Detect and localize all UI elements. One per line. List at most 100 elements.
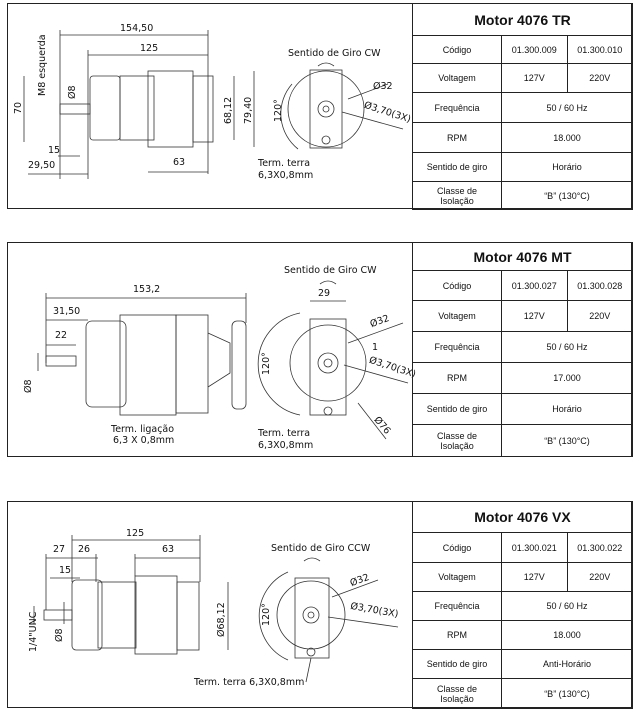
rpm-value: 18.000 <box>501 122 633 153</box>
direction-value: Anti-Horário <box>501 649 633 679</box>
voltage-2: 220V <box>566 562 633 592</box>
dim-housing-length: 63 <box>162 544 175 555</box>
voltage-1: 127V <box>501 562 568 592</box>
code-127v: 01.300.027 <box>501 270 568 301</box>
dim-height: 70 <box>13 101 24 114</box>
connection-terminal-size: 6,3 X 0,8mm <box>113 435 175 446</box>
angle-label: 120° <box>261 603 272 626</box>
dim-shaft-diameter: Ø8 <box>23 379 34 393</box>
label-codigo: Código <box>412 270 502 301</box>
dim-shaft-diameter: Ø8 <box>54 628 65 642</box>
ground-terminal-label: Term. terra 6,3X0,8mm <box>194 677 305 688</box>
motor-drawing-svg <box>37 280 409 440</box>
label-sentido: Sentido de giro <box>412 152 502 182</box>
dim-shaft-length: 27 <box>53 544 66 555</box>
label-frequencia: Frequência <box>412 92 502 123</box>
direction-value: Horário <box>501 152 633 182</box>
dim-shaft-length: 15 <box>48 145 61 156</box>
technical-drawing: 153,2 31,50 22 Ø8 Term. ligação 6,3 X 0,… <box>8 243 417 456</box>
direction-value: Horário <box>501 393 633 425</box>
dim-housing-length: 63 <box>173 157 186 168</box>
motor-title: Motor 4076 MT <box>412 242 633 271</box>
dim-length-body: 125 <box>140 43 159 54</box>
motor-drawing-svg <box>23 30 404 179</box>
rpm-value: 18.000 <box>501 620 633 650</box>
motor-panel-mt: 153,2 31,50 22 Ø8 Term. ligação 6,3 X 0,… <box>7 242 633 457</box>
label-sentido: Sentido de giro <box>412 649 502 679</box>
voltage-1: 127V <box>501 63 568 93</box>
label-frequencia: Frequência <box>412 331 502 363</box>
dim-length-total: 154,50 <box>120 23 154 34</box>
label-voltagem: Voltagem <box>412 300 502 332</box>
frequency-value: 50 / 60 Hz <box>501 331 633 363</box>
frequency-value: 50 / 60 Hz <box>501 591 633 621</box>
angle-label: 120° <box>273 99 284 122</box>
dim-endcap-length: 26 <box>78 544 91 555</box>
dim-shaft-length: 22 <box>55 330 68 341</box>
angle-label: 120° <box>261 352 272 375</box>
voltage-2: 220V <box>566 63 633 93</box>
ground-terminal-size: 6,3X0,8mm <box>258 440 314 451</box>
label-classe-2: Isolação <box>440 195 474 206</box>
label-classe-1: Classe de <box>436 430 478 441</box>
ground-terminal-size: 6,3X0,8mm <box>258 170 314 181</box>
label-codigo: Código <box>412 532 502 563</box>
technical-drawing: 154,50 125 M8 esquerda Ø8 70 68,12 79,40… <box>8 4 412 208</box>
class-value: “B” (130°C) <box>501 181 633 210</box>
connection-terminal-label: Term. ligação <box>111 424 175 435</box>
dim-shaft-diameter: Ø8 <box>67 85 78 99</box>
label-classe-1: Classe de <box>436 185 478 196</box>
motor-title: Motor 4076 TR <box>412 3 633 36</box>
label-codigo: Código <box>412 35 502 64</box>
dim-body-diameter: 68,12 <box>223 96 234 124</box>
dim-shaft-thread: M8 esquerda <box>37 34 48 96</box>
frequency-value: 50 / 60 Hz <box>501 92 633 123</box>
label-frequencia: Frequência <box>412 591 502 621</box>
rpm-value: 17.000 <box>501 362 633 394</box>
dim-offset: 1 <box>372 342 379 353</box>
dim-length-total: 153,2 <box>133 284 161 295</box>
dim-housing-diameter: 79,40 <box>243 96 254 124</box>
label-classe-2: Isolação <box>440 440 474 451</box>
ground-terminal-label: Term. terra <box>258 428 311 439</box>
rotation-direction: Sentido de Giro CW <box>284 265 377 276</box>
rotation-direction: Sentido de Giro CCW <box>271 543 371 554</box>
class-value: “B” (130°C) <box>501 424 633 457</box>
label-classe-2: Isolação <box>440 693 474 704</box>
label-classe-1: Classe de <box>436 683 478 694</box>
rotation-direction: Sentido de Giro CW <box>288 48 381 59</box>
label-voltagem: Voltagem <box>412 63 502 93</box>
dim-shaft-offset: 31,50 <box>53 306 81 317</box>
technical-drawing: 125 27 26 63 15 Ø8 1/4"UNC Ø68,12 Sentid… <box>8 502 412 707</box>
code-127v: 01.300.009 <box>501 35 568 64</box>
motor-panel-vx: 125 27 26 63 15 Ø8 1/4"UNC Ø68,12 Sentid… <box>7 501 633 709</box>
motor-panel-tr: 154,50 125 M8 esquerda Ø8 70 68,12 79,40… <box>7 3 633 210</box>
code-127v: 01.300.021 <box>501 532 568 563</box>
dim-shaft-offset: 29,50 <box>28 160 56 171</box>
dim-shaft-thread: 1/4"UNC <box>28 611 39 652</box>
label-sentido: Sentido de giro <box>412 393 502 425</box>
voltage-2: 220V <box>566 300 633 332</box>
code-220v: 01.300.022 <box>566 532 633 563</box>
ground-terminal-label: Term. terra <box>258 158 311 169</box>
voltage-1: 127V <box>501 300 568 332</box>
label-rpm: RPM <box>412 122 502 153</box>
label-voltagem: Voltagem <box>412 562 502 592</box>
dim-flange: Ø32 <box>373 81 393 92</box>
dim-length-body: 125 <box>126 528 145 539</box>
class-value: “B” (130°C) <box>501 678 633 709</box>
motor-drawing-svg <box>33 535 399 683</box>
dim-body-diameter: Ø68,12 <box>216 602 227 637</box>
dim-thread-length: 15 <box>59 565 72 576</box>
label-rpm: RPM <box>412 620 502 650</box>
code-220v: 01.300.028 <box>566 270 633 301</box>
dim-frame-width: 29 <box>318 288 331 299</box>
code-220v: 01.300.010 <box>566 35 633 64</box>
label-rpm: RPM <box>412 362 502 394</box>
